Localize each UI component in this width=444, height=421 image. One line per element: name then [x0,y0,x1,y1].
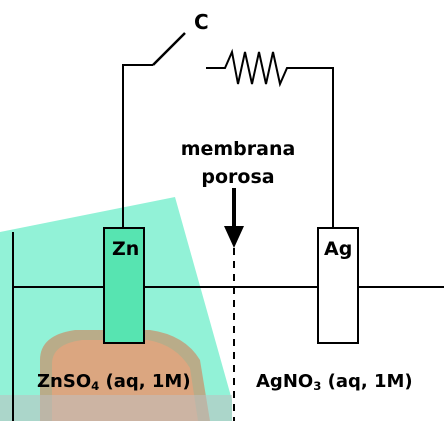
membrane-label: membrana porosa [165,135,311,191]
ag-electrode-label: Ag [324,238,353,260]
zn-solution-state: (aq, 1M) [99,371,191,392]
ag-solution-formula: AgNO [256,371,314,392]
wire-left [122,64,153,228]
zn-electrode [103,227,145,344]
zn-solution-formula: ZnSO [37,371,92,392]
zn-solution-label: ZnSO4 (aq, 1M) [37,373,191,393]
arrow-head [224,226,244,248]
ag-solution-label: AgNO3 (aq, 1M) [256,373,413,393]
membrane-marker [224,188,244,421]
container [12,232,444,421]
ag-solution-state: (aq, 1M) [321,371,413,392]
external-circuit [122,32,334,228]
zn-electrode-label: Zn [112,238,140,260]
membrane-label-line1: membrana [180,138,296,160]
ag-solution-subscript: 3 [313,378,322,393]
zn-solution-subscript: 4 [91,378,100,393]
ag-electrode [317,227,359,344]
switch-c [152,32,186,66]
electrodes [103,227,359,344]
membrane-label-line2: porosa [201,166,275,188]
resistor [206,48,334,228]
switch-label: C [194,10,209,34]
gray-band [0,395,232,421]
